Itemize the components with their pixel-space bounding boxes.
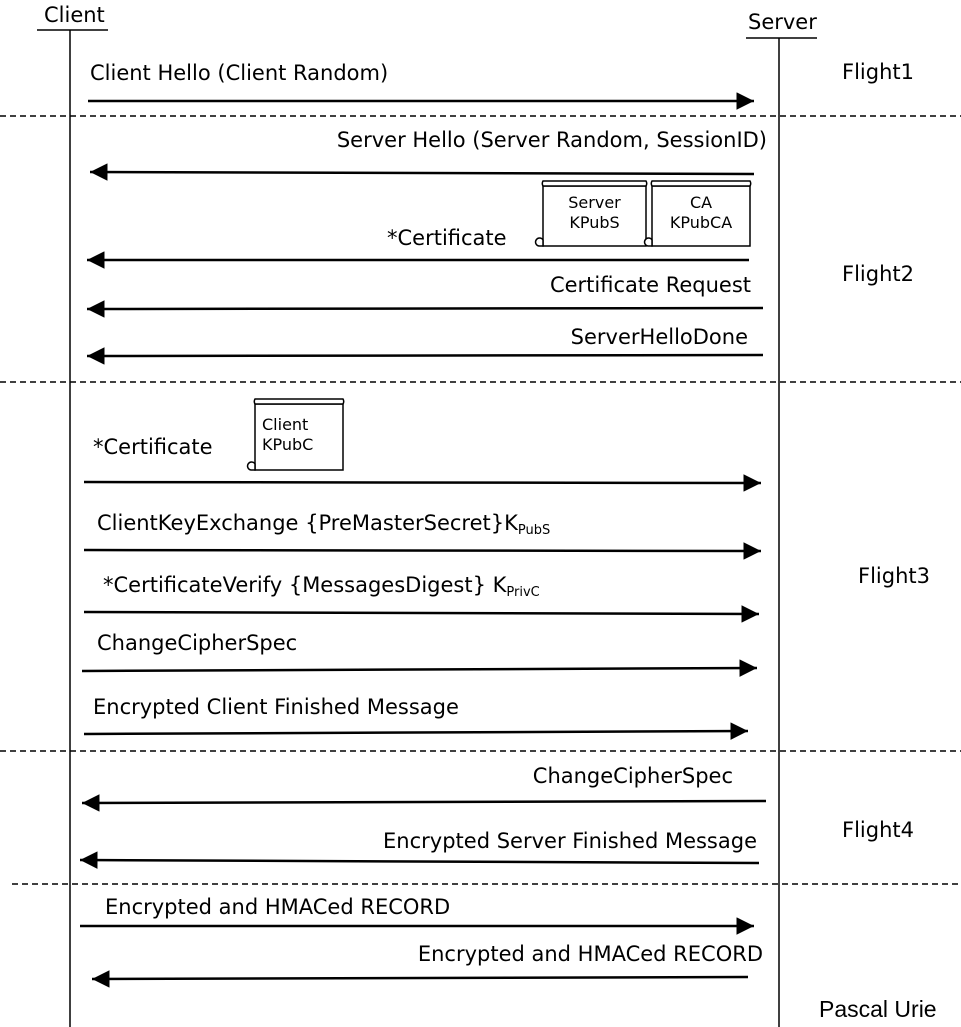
client-participant-label: Client	[44, 3, 105, 27]
flight1-label: Flight1	[842, 60, 914, 84]
arrow-change-cipher-spec-server	[81, 794, 767, 812]
ca-certificate-scroll	[643, 180, 752, 247]
client-key-exchange-label: ClientKeyExchange {PreMasterSecret}KPubS	[97, 511, 550, 539]
arrow-certificate-verify	[83, 605, 760, 623]
record-to-client-label: Encrypted and HMACed RECORD	[417, 942, 763, 966]
arrow-record-to-client	[91, 970, 749, 988]
server-hello-label: Server Hello (Server Random, SessionID)	[336, 128, 767, 152]
record-to-server-label: Encrypted and HMACed RECORD	[105, 895, 451, 919]
arrow-client-key-exchange	[83, 542, 762, 560]
ca-certificate-key: KPubCA	[669, 213, 733, 232]
flight3-label: Flight3	[858, 564, 930, 588]
client-certificate-key: KPubC	[262, 435, 314, 454]
client-key-exchange-subscript: PubS	[517, 523, 551, 538]
arrow-server-hello	[89, 163, 755, 181]
arrow-client-finished	[83, 722, 749, 740]
server-certificate-owner: Server	[568, 193, 621, 212]
server-certificate-label: *Certificate	[387, 226, 507, 250]
client-certificate-owner: Client	[262, 415, 309, 434]
certificate-verify-label: *CertificateVerify {MessagesDigest} KPri…	[103, 573, 540, 601]
server-finished-label: Encrypted Server Finished Message	[383, 829, 757, 853]
client-key-exchange-text: ClientKeyExchange {PreMasterSecret}K	[97, 511, 518, 535]
change-cipher-spec-server-label: ChangeCipherSpec	[532, 764, 733, 788]
client-finished-label: Encrypted Client Finished Message	[93, 695, 459, 719]
arrow-certificate-request	[86, 300, 764, 318]
server-hello-done-label: ServerHelloDone	[570, 325, 748, 349]
change-cipher-spec-client-label: ChangeCipherSpec	[97, 631, 298, 655]
flight2-label: Flight2	[842, 262, 914, 286]
arrow-client-certificate	[83, 474, 762, 492]
certificate-verify-text: *CertificateVerify {MessagesDigest} K	[103, 573, 507, 597]
client-hello-label: Client Hello (Client Random)	[90, 61, 389, 85]
certificate-request-label: Certificate Request	[549, 273, 751, 297]
ca-certificate-owner: CA	[689, 193, 713, 212]
server-participant-label: Server	[748, 10, 817, 34]
arrow-server-hello-done	[86, 347, 764, 365]
arrow-server-finished	[79, 851, 760, 869]
author-credit: Pascal Urie	[819, 996, 937, 1022]
certificate-verify-subscript: PrivC	[506, 585, 540, 600]
arrow-change-cipher-spec-client	[81, 659, 758, 677]
server-certificate-text: Server KPubS	[543, 193, 646, 233]
flight4-label: Flight4	[842, 818, 914, 842]
client-certificate-text: Client KPubC	[262, 415, 313, 455]
client-certificate-scroll	[246, 398, 345, 471]
ca-certificate-text: CA KPubCA	[652, 193, 750, 233]
client-certificate-label: *Certificate	[93, 435, 213, 459]
server-certificate-key: KPubS	[569, 213, 620, 232]
server-certificate-scroll	[534, 180, 648, 247]
